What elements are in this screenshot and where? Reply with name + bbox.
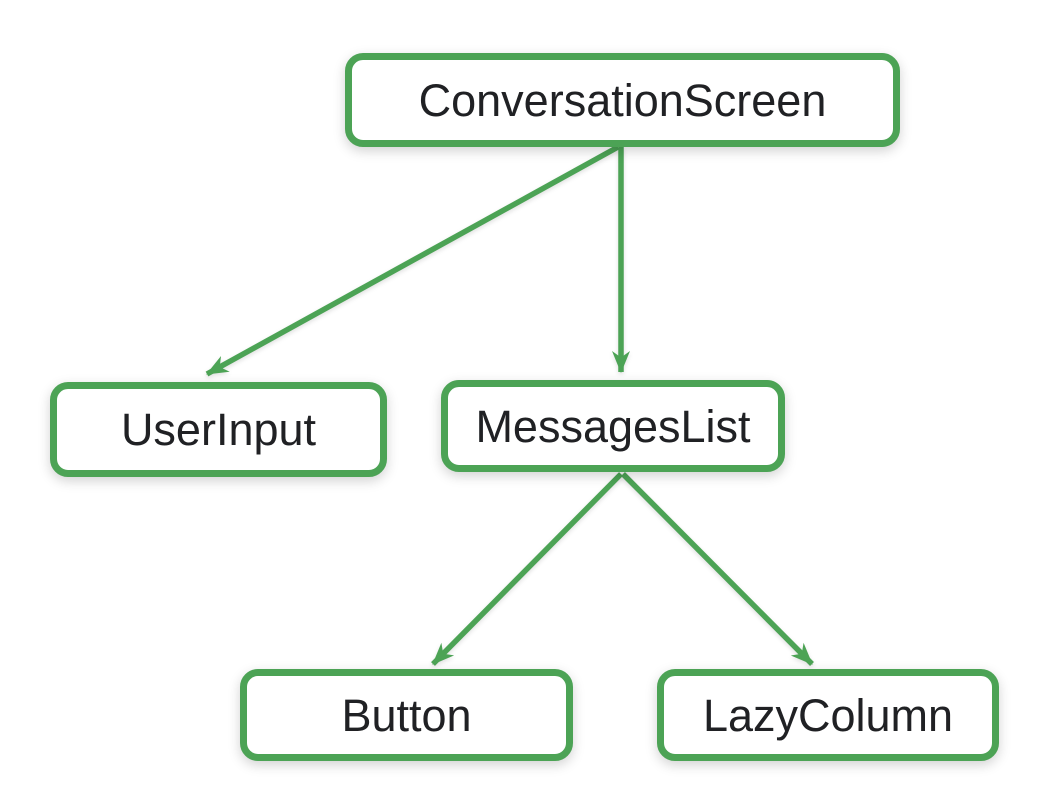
- node-conversation-screen: ConversationScreen: [345, 53, 900, 147]
- node-user-input: UserInput: [50, 382, 387, 477]
- node-user-input-label: UserInput: [120, 404, 317, 455]
- node-lazy-column: LazyColumn: [657, 669, 999, 761]
- edge-conversationscreen-to-userinput: [205, 144, 620, 377]
- edge-messageslist-to-lazycolumn: [621, 472, 814, 666]
- edge-messageslist-to-button: [431, 472, 623, 666]
- node-button: Button: [240, 669, 573, 761]
- node-lazy-column-label: LazyColumn: [702, 689, 954, 741]
- node-messages-list: MessagesList: [441, 380, 785, 472]
- node-conversation-screen-label: ConversationScreen: [418, 74, 827, 126]
- node-messages-list-label: MessagesList: [475, 400, 751, 452]
- node-button-label: Button: [341, 689, 472, 741]
